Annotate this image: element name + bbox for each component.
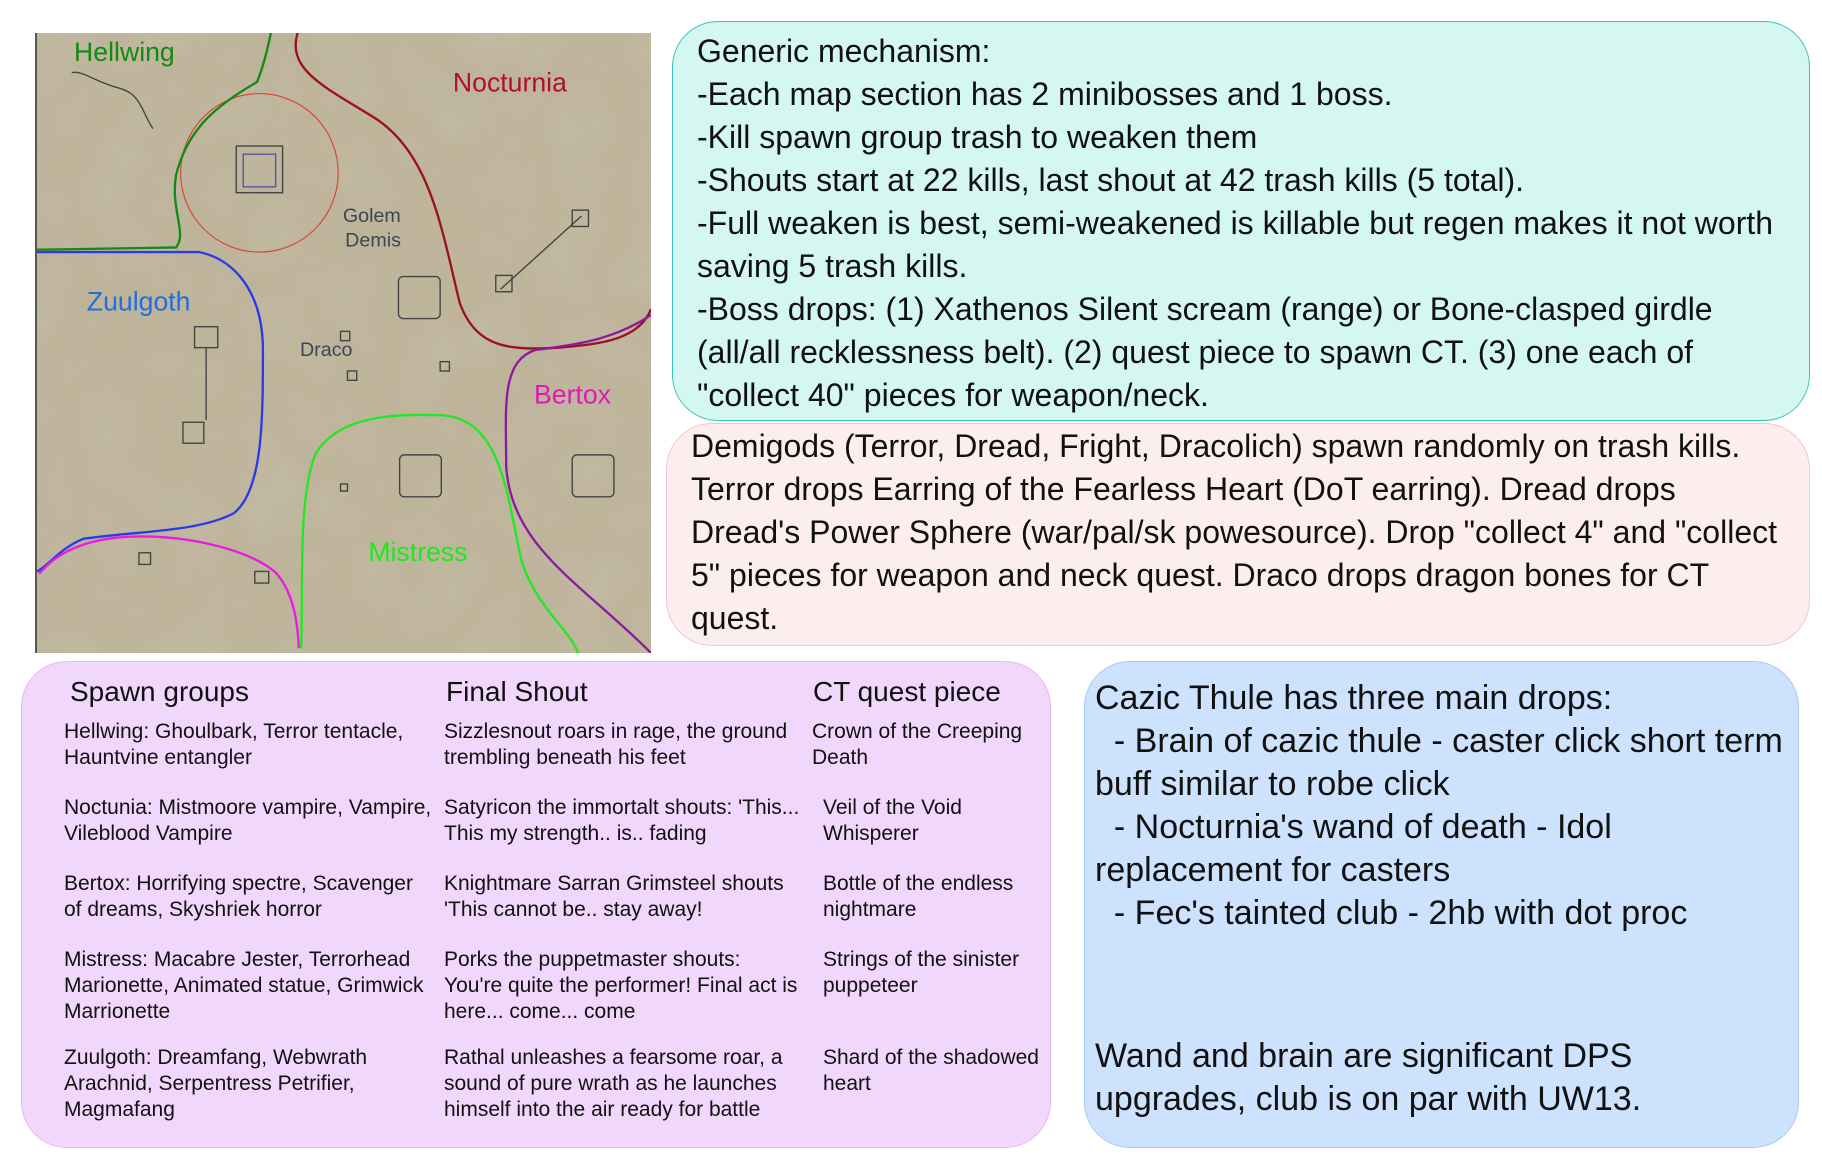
generic-line: -Boss drops: (1) Xathenos Silent scream …	[697, 291, 1713, 413]
zuulgoth-border	[37, 250, 265, 573]
demigods-panel: Demigods (Terror, Dread, Fright, Dracoli…	[666, 423, 1810, 646]
cell-ct-quest-piece: Strings of the sinister puppeteer	[823, 948, 1020, 997]
cell-ct-quest-piece: Shard of the shadowed heart	[823, 1046, 1039, 1095]
generic-line: -Each map section has 2 minibosses and 1…	[697, 76, 1393, 112]
nocturnia-border	[294, 33, 651, 350]
generic-title: Generic mechanism:	[697, 33, 991, 69]
generic-line: -Shouts start at 22 kills, last shout at…	[697, 162, 1525, 198]
area-circle	[180, 93, 339, 253]
demigods-text: Demigods (Terror, Dread, Fright, Dracoli…	[691, 428, 1777, 636]
map-label-bertox: Bertox	[534, 380, 612, 410]
zuulgoth-south-border	[38, 535, 300, 649]
cazic-footer: Wand and brain are significant DPS upgra…	[1095, 1037, 1642, 1118]
map-label-nocturnia: Nocturnia	[453, 67, 567, 97]
map-label-golem: Golem	[343, 205, 401, 227]
header-ct-quest-piece: CT quest piece	[813, 676, 1001, 707]
cell-final-shout: Sizzlesnout roars in rage, the ground tr…	[444, 720, 788, 769]
mistress-border	[299, 413, 580, 653]
generic-line: -Full weaken is best, semi-weakened is k…	[697, 205, 1774, 284]
cazic-title: Cazic Thule has three main drops:	[1095, 679, 1613, 717]
cell-final-shout: Knightmare Sarran Grimsteel shouts 'This…	[444, 872, 784, 921]
cell-final-shout: Rathal unleashes a fearsome roar, a soun…	[444, 1046, 783, 1121]
map-label-demis: Demis	[345, 229, 401, 251]
cell-spawn-group: Mistress: Macabre Jester, Terrorhead Mar…	[64, 948, 424, 1023]
cell-ct-quest-piece: Bottle of the endless nightmare	[823, 872, 1014, 921]
map-label-zuulgoth: Zuulgoth	[87, 286, 191, 316]
generic-line: -Kill spawn group trash to weaken them	[697, 119, 1258, 155]
map-label-hellwing: Hellwing	[74, 37, 175, 67]
generic-mechanism-panel: Generic mechanism: -Each map section has…	[672, 21, 1810, 421]
cell-spawn-group: Zuulgoth: Dreamfang, Webwrath Arachnid, …	[64, 1046, 368, 1121]
hellwing-border	[37, 33, 273, 251]
dungeon-structures	[71, 71, 615, 584]
cell-final-shout: Satyricon the immortalt shouts: 'This...…	[444, 796, 800, 845]
cell-spawn-group: Noctunia: Mistmoore vampire, Vampire, Vi…	[64, 796, 432, 845]
header-final-shout: Final Shout	[446, 676, 588, 707]
cell-final-shout: Porks the puppetmaster shouts: You're qu…	[444, 948, 798, 1023]
cazic-drop: - Nocturnia's wand of death - Idol repla…	[1095, 808, 1622, 889]
zone-map: Hellwing Nocturnia Zuulgoth Bertox Mistr…	[35, 33, 651, 653]
cazic-thule-panel: Cazic Thule has three main drops: - Brai…	[1084, 661, 1799, 1148]
cazic-drop: - Brain of cazic thule - caster click sh…	[1095, 722, 1793, 803]
bertox-border	[504, 314, 651, 653]
cell-ct-quest-piece: Veil of the Void Whisperer	[823, 796, 962, 845]
cell-ct-quest-piece: Crown of the Creeping Death	[812, 720, 1023, 769]
cell-spawn-group: Hellwing: Ghoulbark, Terror tentacle, Ha…	[64, 720, 404, 769]
cazic-drop: - Fec's tainted club - 2hb with dot proc	[1095, 894, 1688, 932]
header-spawn-groups: Spawn groups	[70, 676, 250, 707]
spawn-groups-table: Spawn groups Final Shout CT quest piece …	[21, 661, 1051, 1148]
cell-spawn-group: Bertox: Horrifying spectre, Scavenger of…	[64, 872, 413, 921]
map-label-draco: Draco	[300, 339, 353, 361]
map-label-mistress: Mistress	[368, 537, 467, 567]
